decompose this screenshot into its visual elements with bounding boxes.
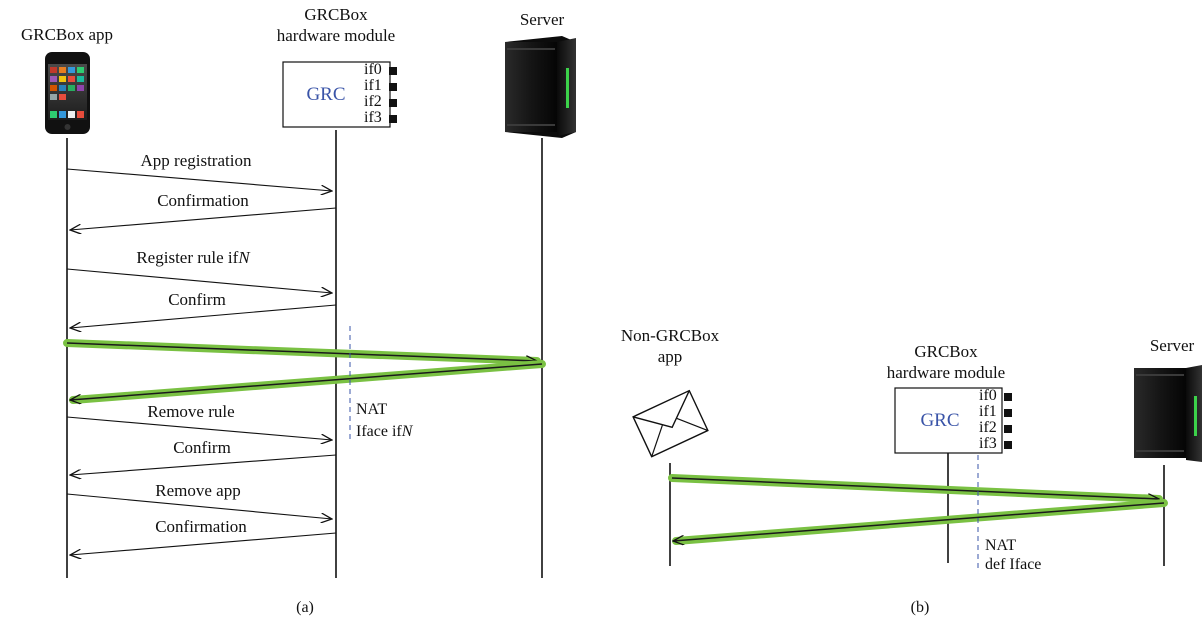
message-label: Remove rule <box>147 402 234 421</box>
flow-out <box>66 342 537 361</box>
panel-a: GRCBox app GRCBox hardware module Server… <box>21 5 576 616</box>
interface-if3: if3 <box>364 109 382 126</box>
interface-if2: if2 <box>364 93 382 110</box>
message-label: Confirmation <box>155 517 247 536</box>
server-icon <box>505 36 576 138</box>
nat-iface-label: Iface ifN <box>356 423 414 440</box>
port-if2 <box>389 99 397 107</box>
interface-if1: if1 <box>979 403 997 420</box>
message-3: Register rule ifN <box>66 248 332 293</box>
server-title: Server <box>1150 336 1195 355</box>
message-4: Confirm <box>70 290 337 328</box>
data-flow <box>63 339 546 400</box>
phone-icon <box>45 52 90 134</box>
message-label: Confirm <box>168 290 226 309</box>
message-label: Confirmation <box>157 191 249 210</box>
interface-if0: if0 <box>979 387 997 404</box>
port-if1 <box>1004 409 1012 417</box>
message-label: Register rule ifN <box>136 248 251 267</box>
message-1: App registration <box>66 151 332 191</box>
non-grcbox-app-title-line2: app <box>658 347 683 366</box>
server-title: Server <box>520 10 565 29</box>
flow-out <box>671 477 1159 499</box>
port-if0 <box>389 67 397 75</box>
grc-label: GRC <box>920 410 959 431</box>
caption-b: (b) <box>911 599 930 616</box>
port-if3 <box>389 115 397 123</box>
message-8: Confirmation <box>70 517 337 555</box>
port-if3 <box>1004 441 1012 449</box>
panel-b: Non-GRCBox app GRCBox hardware module Se… <box>621 326 1202 616</box>
module-title-line1: GRCBox <box>914 342 978 361</box>
grc-label: GRC <box>306 84 345 105</box>
nat-label: NAT <box>356 401 387 418</box>
flow-back <box>673 502 1165 541</box>
port-if0 <box>1004 393 1012 401</box>
message-2: Confirmation <box>70 191 337 230</box>
non-grcbox-app-title-line1: Non-GRCBox <box>621 326 720 345</box>
module-title-line2: hardware module <box>887 363 1005 382</box>
message-label: Confirm <box>173 438 231 457</box>
app-title: GRCBox app <box>21 25 113 44</box>
interface-if3: if3 <box>979 435 997 452</box>
port-if1 <box>389 83 397 91</box>
envelope-icon <box>632 389 709 458</box>
interface-if1: if1 <box>364 77 382 94</box>
caption-a: (a) <box>296 599 314 616</box>
grc-module-box: GRC if0 if1 if2 if3 <box>894 387 1012 454</box>
message-label: App registration <box>141 151 252 170</box>
message-6: Confirm <box>70 438 337 475</box>
flow-back <box>70 363 543 400</box>
port-if2 <box>1004 425 1012 433</box>
message-label: Remove app <box>155 481 240 500</box>
interface-if0: if0 <box>364 61 382 78</box>
module-title-line2: hardware module <box>277 26 395 45</box>
nat-iface-label: def Iface <box>985 556 1041 573</box>
interface-if2: if2 <box>979 419 997 436</box>
module-title-line1: GRCBox <box>304 5 368 24</box>
data-flow <box>668 474 1168 541</box>
message-5: Remove rule <box>66 402 332 440</box>
message-7: Remove app <box>66 481 332 519</box>
server-icon <box>1134 365 1202 462</box>
grc-module-box: GRC if0 if1 if2 if3 <box>282 61 397 128</box>
nat-label: NAT <box>985 537 1016 554</box>
